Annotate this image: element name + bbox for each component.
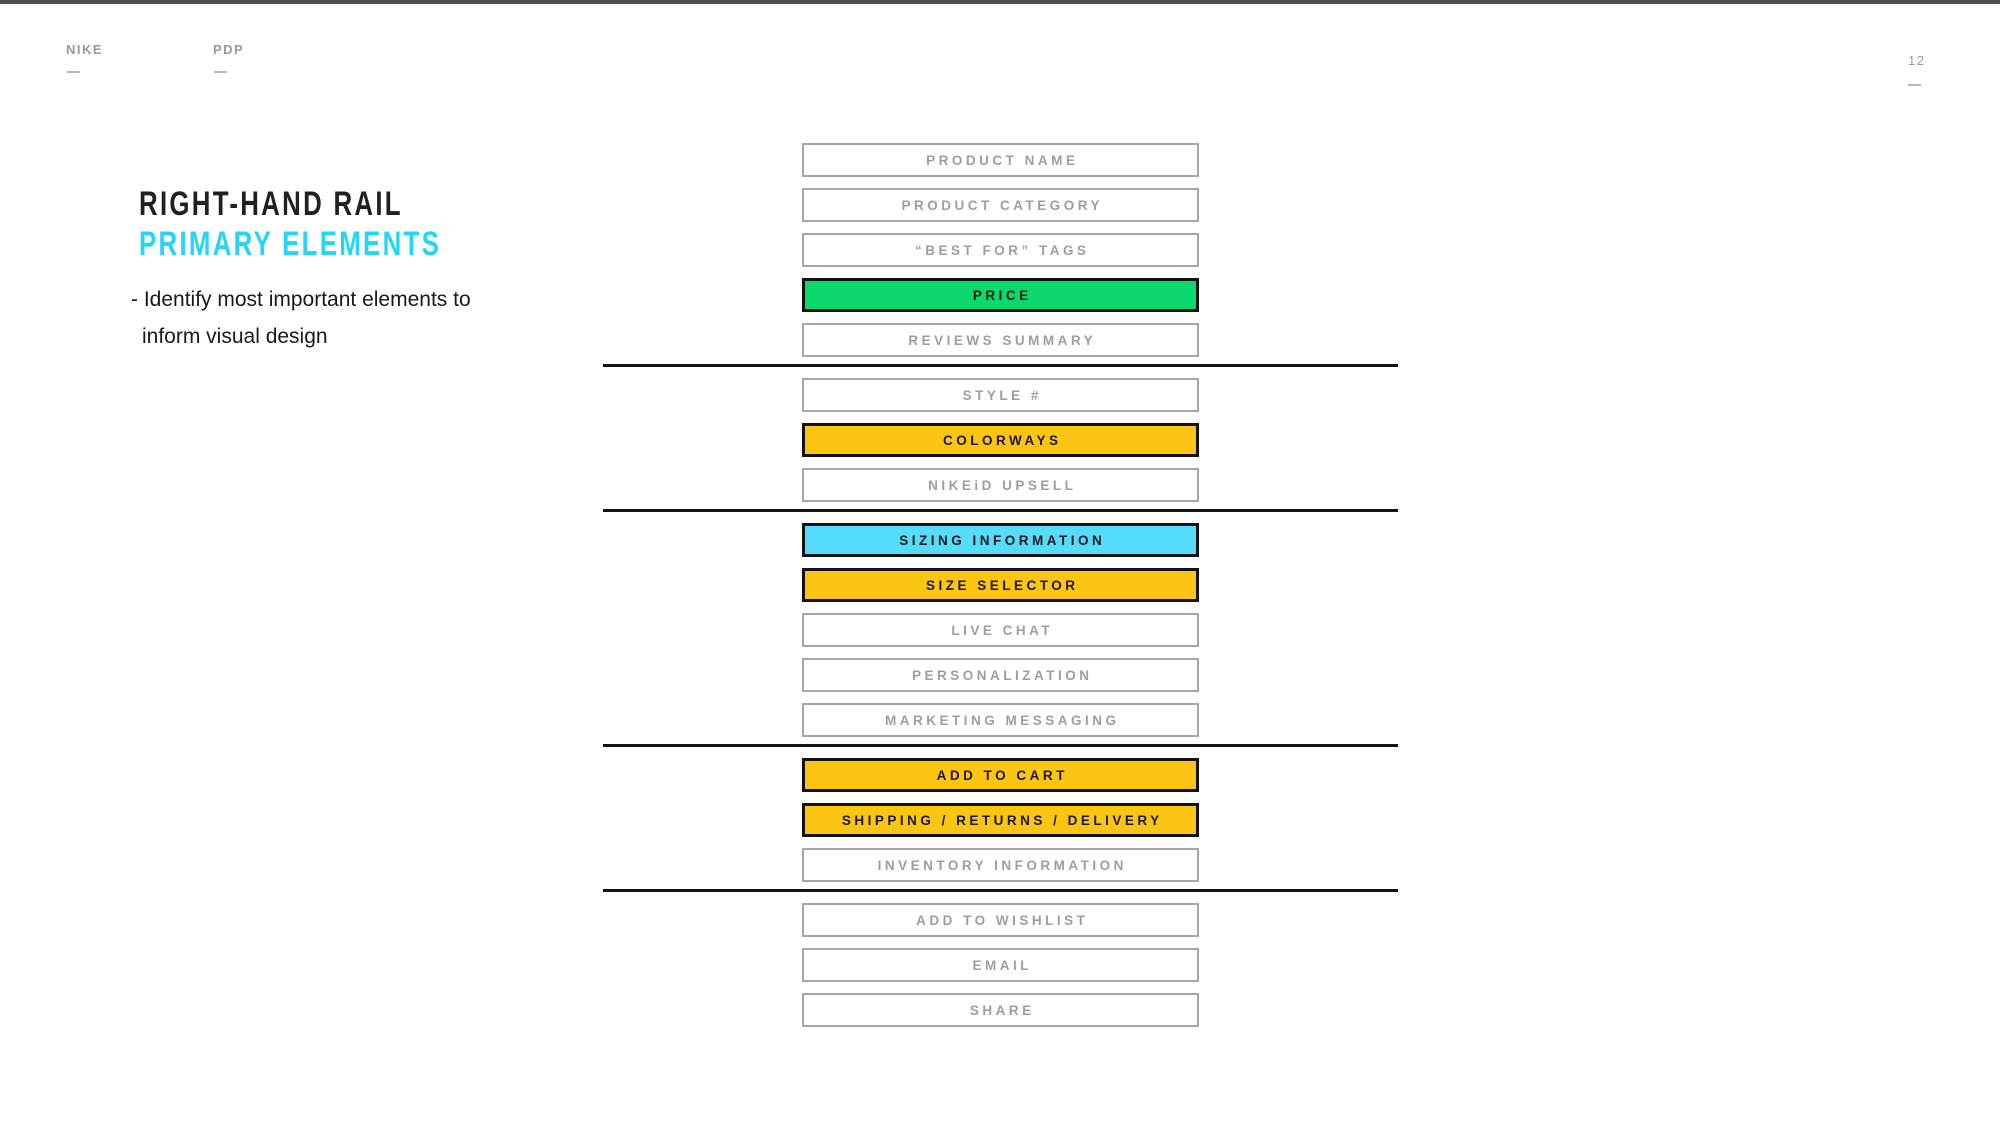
rail-box-inventory-information: INVENTORY INFORMATION [802, 848, 1199, 882]
rail-box-label: SHIPPING / RETURNS / DELIVERY [841, 812, 1163, 828]
rail: PRODUCT NAME PRODUCT CATEGORY “BEST FOR” T… [603, 143, 1398, 1038]
rail-box-shipping-returns-delivery: SHIPPING / RETURNS / DELIVERY [802, 803, 1199, 837]
rail-box-label: PERSONALIZATION [912, 667, 1093, 683]
rail-box-reviews-summary: REVIEWS SUMMARY [802, 323, 1199, 357]
slide-subtitle: PRIMARY ELEMENTS [139, 225, 442, 263]
project-dash-rule [214, 71, 227, 73]
rail-box-product-name: PRODUCT NAME [802, 143, 1199, 177]
rail-box-product-category: PRODUCT CATEGORY [802, 188, 1199, 222]
rail-box-marketing-messaging: MARKETING MESSAGING [802, 703, 1199, 737]
bullet-text: - Identify most important elements to in… [131, 281, 471, 355]
rail-box-add-to-wishlist: ADD TO WISHLIST [802, 903, 1199, 937]
group-divider [603, 509, 1398, 512]
project-label: PDP [213, 42, 245, 57]
rail-box-label: COLORWAYS [942, 432, 1062, 448]
brand-dash-rule [67, 71, 80, 73]
rail-box-colorways: COLORWAYS [802, 423, 1199, 457]
brand-label: NIKE [66, 42, 104, 57]
rail-box-label: SIZE SELECTOR [925, 577, 1079, 593]
rail-box-price: PRICE [802, 278, 1199, 312]
rail-box-nikeid-upsell: NIKEiD UPSELL [802, 468, 1199, 502]
rail-box-label: PRICE [972, 287, 1032, 303]
rail-box-email: EMAIL [802, 948, 1199, 982]
rail-box-label: PRODUCT CATEGORY [901, 197, 1103, 213]
group-divider [603, 744, 1398, 747]
rail-box-label: INVENTORY INFORMATION [877, 857, 1127, 873]
rail-box-label: SHARE [969, 1002, 1035, 1018]
rail-box-size-selector: SIZE SELECTOR [802, 568, 1199, 602]
rail-box-label: SIZING INFORMATION [899, 532, 1106, 548]
rail-box-label: ADD TO WISHLIST [916, 912, 1089, 928]
rail-box-sizing-information: SIZING INFORMATION [802, 523, 1199, 557]
rail-box-share: SHARE [802, 993, 1199, 1027]
rail-box-label: MARKETING MESSAGING [884, 712, 1120, 728]
rail-box-label: REVIEWS SUMMARY [908, 332, 1097, 348]
group-divider [603, 889, 1398, 892]
group-divider [603, 364, 1398, 367]
rail-box-label: ADD TO CART [936, 767, 1068, 783]
intro-block: RIGHT-HAND RAIL PRIMARY ELEMENTS [139, 184, 536, 264]
rail-box-label: PRODUCT NAME [926, 152, 1079, 168]
window-top-bar [0, 0, 2000, 4]
rail-box-style: STYLE # [802, 378, 1199, 412]
rail-box-label: STYLE # [962, 387, 1042, 403]
rail-box-personalization: PERSONALIZATION [802, 658, 1199, 692]
rail-box-label: EMAIL [972, 957, 1032, 973]
page-number-dash-rule [1908, 84, 1921, 86]
bullet-line-1: - Identify most important elements to [131, 288, 471, 311]
rail-box-add-to-cart: ADD TO CART [802, 758, 1199, 792]
bullet-line-2: inform visual design [142, 325, 328, 348]
rail-box-label: “BEST FOR” TAGS [914, 242, 1090, 258]
rail-box-label: LIVE CHAT [951, 622, 1054, 638]
rail-box-live-chat: LIVE CHAT [802, 613, 1199, 647]
rail-box-best-for-tags: “BEST FOR” TAGS [802, 233, 1199, 267]
rail-box-label: NIKEiD UPSELL [928, 477, 1077, 493]
slide-title: RIGHT-HAND RAIL [139, 185, 403, 223]
page-number: 12 [1908, 53, 1926, 68]
